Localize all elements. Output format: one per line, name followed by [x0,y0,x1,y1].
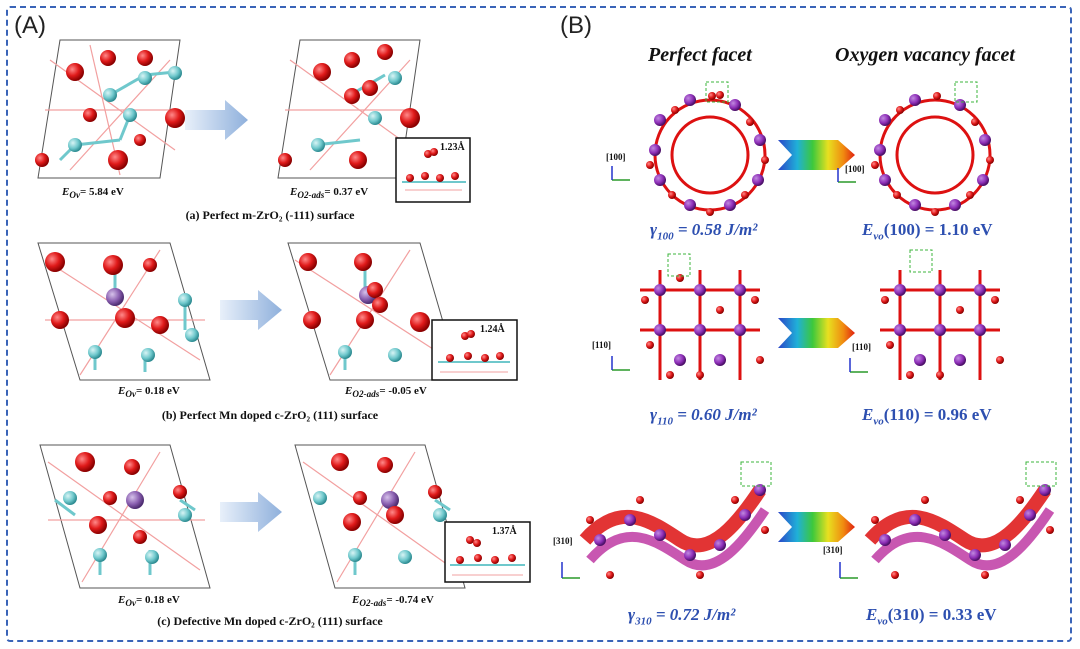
row-c-left-energy: EOv= 0.18 eV [118,594,180,609]
chevron-arrow-row1 [778,140,855,170]
header-perfect-facet: Perfect facet [648,44,752,66]
gamma-110: γ110 = 0.60 J/m² [650,405,757,428]
axis-triad-icons [561,166,868,579]
row-c-right-slab [294,444,466,589]
row2-left-axis-label: [110] [592,340,611,350]
row-a-arrow [185,100,248,140]
row3-right-axis-label: [310] [823,545,843,555]
row1-right-axis-label: [100] [845,164,865,174]
evo-100: Evo(100) = 1.10 eV [862,220,993,243]
gamma-310: γ310 = 0.72 J/m² [628,605,736,628]
facet-110-perfect [640,253,764,380]
row-c-inset [444,521,531,583]
row-a-left-slab [35,39,185,179]
chevron-arrow-row2 [778,318,855,348]
panel-a-letter: (A) [14,12,46,39]
row-c-bond-length: 1.37Å [492,526,517,537]
row-c-right-energy: EO2-ads= -0.74 eV [352,594,434,609]
evo-310: Evo(310) = 0.33 eV [866,605,997,628]
row-b-right-energy: EO2-ads= -0.05 eV [345,385,427,400]
row-c-caption: (c) Defective Mn doped c-ZrO₂ (111) surf… [157,614,383,628]
row2-right-axis-label: [110] [852,342,871,352]
evo-110: Evo(110) = 0.96 eV [862,405,992,428]
header-oxygen-vacancy-facet: Oxygen vacancy facet [835,44,1015,66]
facet-310-vacancy [864,461,1057,579]
row-a-caption: (a) Perfect m-ZrO₂ (-111) surface [185,208,355,222]
row-b-bond-length: 1.24Å [480,324,505,335]
row-c-left-slab [39,444,211,589]
row-b-inset [431,319,518,381]
chevron-arrow-row3 [778,512,855,542]
row-b-arrow [220,290,282,330]
gamma-100: γ100 = 0.58 J/m² [650,220,758,243]
panel-b-letter: (B) [560,12,592,39]
row-a-right-energy: EO2-ads= 0.37 eV [290,186,369,201]
facet-100-vacancy [871,81,994,216]
row3-left-axis-label: [310] [553,536,573,546]
figure-frame [6,6,1072,642]
facet-110-vacancy [880,249,1004,380]
row-a-inset [395,137,471,203]
row-b-caption: (b) Perfect Mn doped c-ZrO₂ (111) surfac… [161,408,379,422]
facet-100-perfect [646,81,769,216]
row-a-left-energy: EOv= 5.84 eV [62,186,124,201]
row-b-left-energy: EOv= 0.18 eV [118,385,180,400]
row1-left-axis-label: [100] [606,152,626,162]
row-b-left-slab [37,242,211,381]
row-b-right-slab [287,242,461,381]
row-c-arrow [220,492,282,532]
row-a-bond-length: 1.23Å [440,142,465,153]
row-a-right-slab [277,39,421,179]
facet-310-perfect [579,461,772,579]
